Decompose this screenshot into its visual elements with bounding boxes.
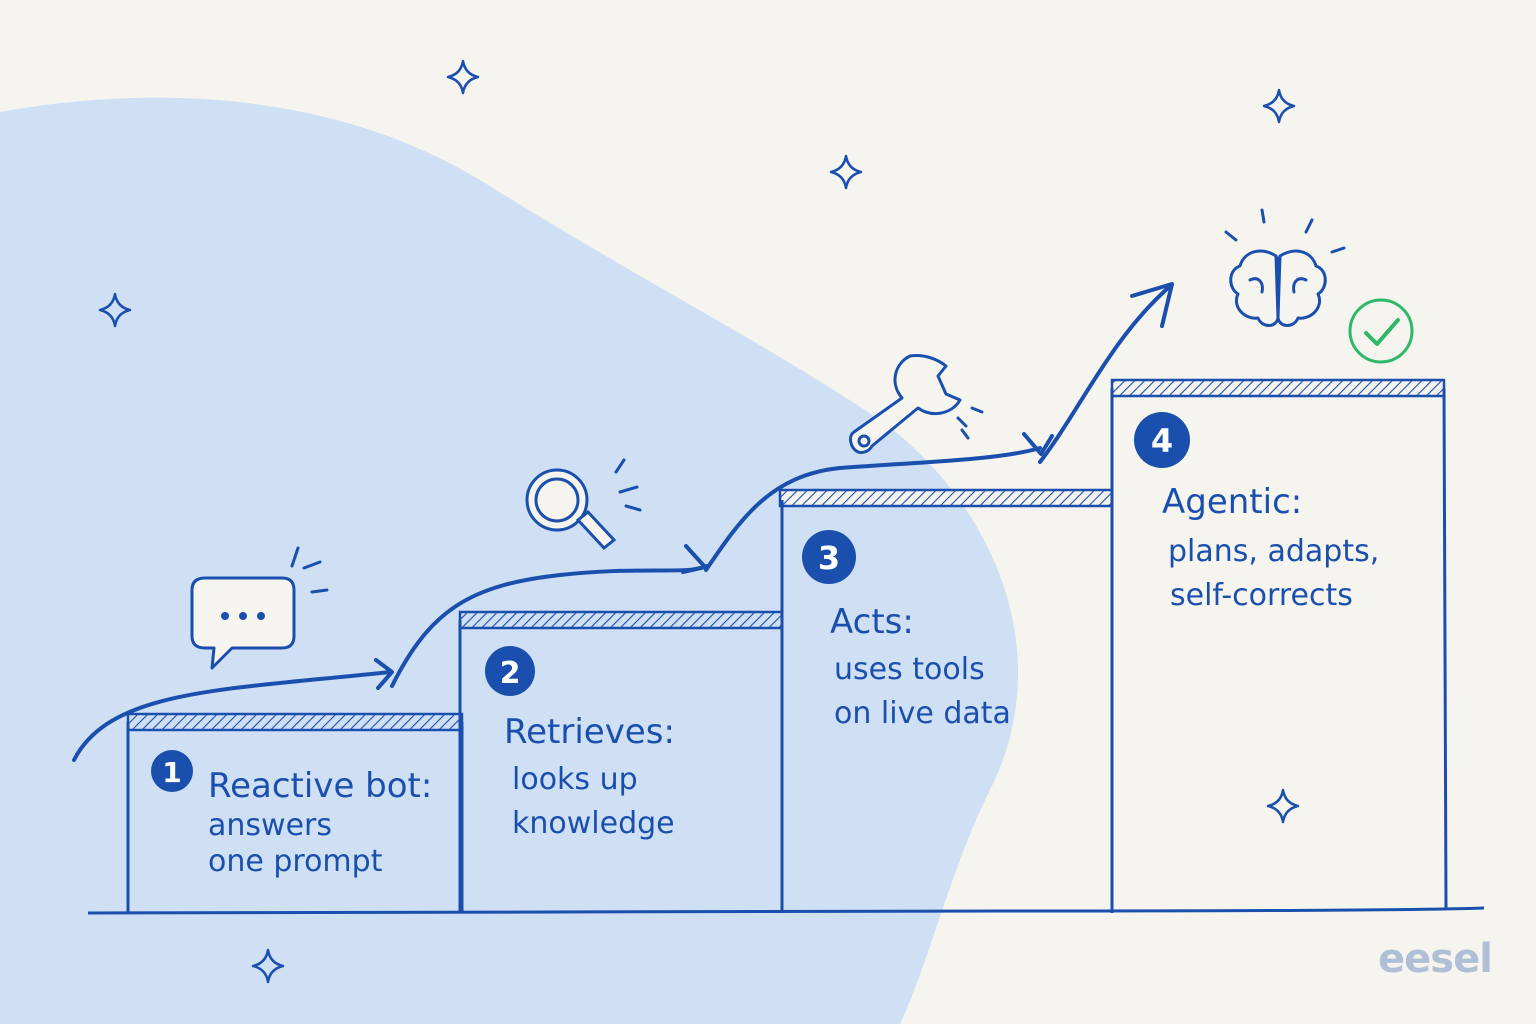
step-3-line-1: uses tools (834, 652, 985, 687)
step-4-title: Agentic: (1162, 482, 1303, 522)
step-number-badge-2: 2 (485, 646, 535, 696)
eesel-logo: eesel (1378, 936, 1493, 982)
svg-text:2: 2 (500, 656, 521, 691)
step-2-line-1: looks up (512, 762, 638, 797)
step-1-line-2: one prompt (208, 844, 383, 879)
magnifier-icon (525, 458, 642, 551)
svg-text:4: 4 (1151, 422, 1173, 460)
sparkle-icon (446, 59, 480, 95)
step-2-title: Retrieves: (504, 712, 675, 752)
step-3-line-2: on live data (834, 696, 1011, 731)
sparkle-icon (98, 292, 132, 328)
step-4-line-2: self-corrects (1170, 578, 1353, 613)
step-2-line-2: knowledge (512, 806, 675, 841)
sparkle-icon (829, 154, 863, 190)
step-number-badge-3: 3 (802, 530, 856, 584)
step-4-line-1: plans, adapts, (1168, 534, 1380, 569)
step-1-line-1: answers (208, 808, 332, 843)
sparkle-icon (1262, 88, 1296, 124)
ground-line (87, 906, 1485, 915)
step-block-1 (126, 712, 464, 913)
wrench-icon (849, 354, 984, 454)
step-number-badge-4: 4 (1134, 412, 1190, 468)
sparkle-icon (1266, 788, 1300, 824)
background-blob (0, 97, 1019, 1024)
speech-bubble-icon (190, 546, 329, 670)
step-1-title: Reactive bot: (208, 766, 433, 806)
svg-text:3: 3 (818, 539, 840, 577)
sparkle-icon (251, 948, 285, 984)
check-circle-icon (1348, 298, 1414, 364)
brain-icon (1224, 208, 1346, 327)
step-block-4 (1110, 378, 1448, 909)
progress-arrow (72, 282, 1174, 762)
step-number-badge-1: 1 (151, 750, 193, 792)
step-3-title: Acts: (830, 602, 914, 642)
svg-text:1: 1 (162, 756, 181, 789)
